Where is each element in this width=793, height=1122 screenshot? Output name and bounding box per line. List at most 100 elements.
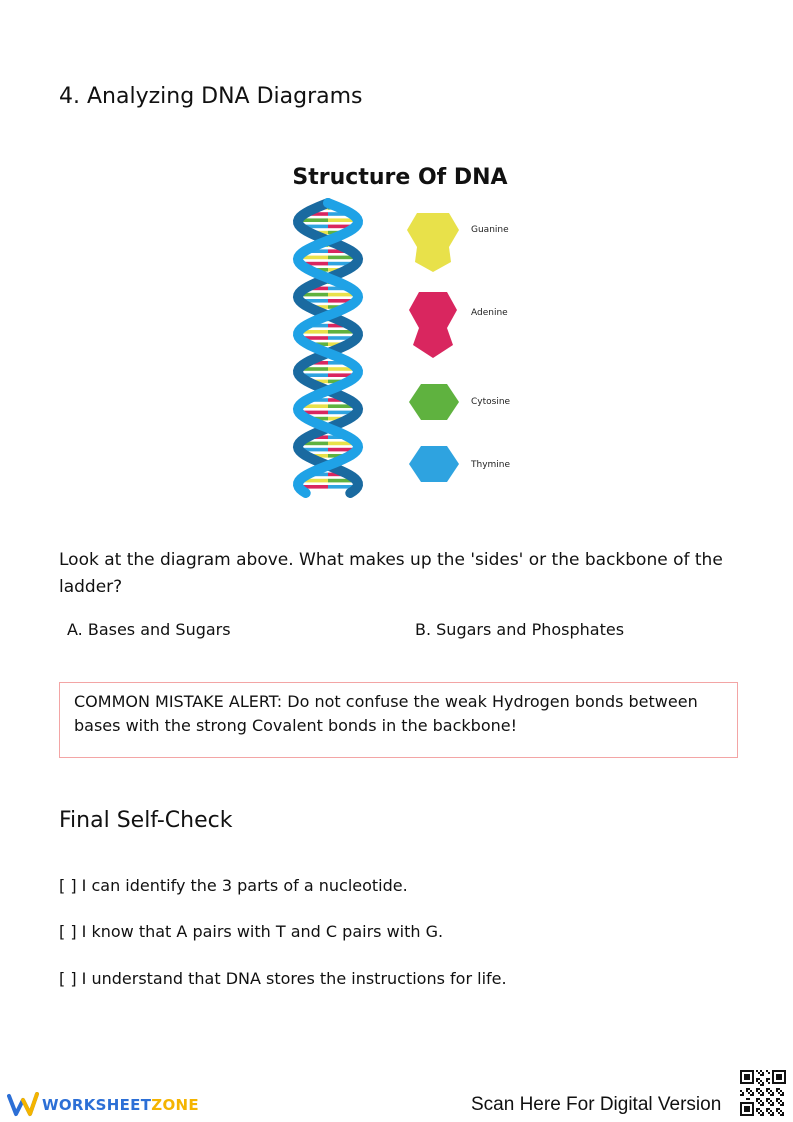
qr-module: [742, 1070, 744, 1072]
base-pair-rung: [299, 218, 328, 222]
qr-module: [770, 1094, 772, 1096]
qr-module: [762, 1102, 764, 1104]
qr-module: [740, 1110, 742, 1112]
dna-structure-diagram: Structure Of DNA Guanine Adenine Cytosin…: [292, 165, 511, 498]
qr-module: [782, 1082, 784, 1084]
qr-module: [766, 1098, 768, 1100]
self-check-item[interactable]: [ ] I can identify the 3 parts of a nucl…: [59, 876, 408, 895]
qr-module: [760, 1080, 762, 1082]
answer-option-a[interactable]: A. Bases and Sugars: [67, 620, 231, 639]
self-check-item[interactable]: [ ] I understand that DNA stores the ins…: [59, 969, 507, 988]
base-pair-rung: [328, 435, 346, 439]
qr-module: [772, 1076, 774, 1078]
base-pair-rung: [328, 323, 348, 328]
logo-text-zone: ZONE: [151, 1096, 199, 1114]
qr-module: [768, 1078, 770, 1080]
qr-module: [776, 1090, 778, 1092]
qr-module: [748, 1078, 750, 1080]
self-check-item[interactable]: [ ] I know that A pairs with T and C pai…: [59, 922, 444, 941]
qr-module: [776, 1098, 778, 1100]
qr-module: [766, 1088, 768, 1090]
base-pair-rung: [328, 218, 357, 222]
qr-module: [766, 1090, 768, 1092]
qr-module: [772, 1078, 774, 1080]
qr-module: [778, 1070, 780, 1072]
qr-module: [762, 1082, 764, 1084]
qr-module: [760, 1094, 762, 1096]
qr-module: [744, 1102, 746, 1104]
qr-module: [740, 1104, 742, 1106]
base-pair-rung: [298, 373, 328, 377]
qr-module: [768, 1112, 770, 1114]
qr-module: [768, 1082, 770, 1084]
qr-module: [766, 1080, 768, 1082]
qr-module: [750, 1102, 752, 1104]
qr-module: [782, 1102, 784, 1104]
qr-module: [762, 1074, 764, 1076]
qr-module: [742, 1114, 744, 1116]
qr-module: [778, 1092, 780, 1094]
qr-module: [766, 1110, 768, 1112]
qr-module: [752, 1092, 754, 1094]
qr-module: [740, 1078, 742, 1080]
qr-module: [744, 1078, 746, 1080]
qr-module: [752, 1078, 754, 1080]
guanine-molecule: Guanine: [407, 213, 509, 272]
qr-module: [756, 1090, 758, 1092]
base-pair-rung: [328, 286, 348, 291]
qr-module: [768, 1102, 770, 1104]
qr-module: [740, 1094, 742, 1096]
qr-module: [746, 1088, 748, 1090]
qr-module: [746, 1076, 748, 1078]
qr-module: [756, 1098, 758, 1100]
cytosine-molecule: Cytosine: [409, 384, 511, 420]
qr-module: [758, 1078, 760, 1080]
qr-module: [742, 1082, 744, 1084]
qr-module: [752, 1080, 754, 1082]
qr-module: [780, 1114, 782, 1116]
qr-module: [756, 1108, 758, 1110]
qr-module: [746, 1108, 748, 1110]
qr-module: [772, 1094, 774, 1096]
base-pair-rung: [298, 336, 328, 340]
qr-module: [746, 1110, 748, 1112]
qr-module: [784, 1080, 786, 1082]
answer-option-b[interactable]: B. Sugars and Phosphates: [415, 620, 625, 639]
qr-module: [742, 1092, 744, 1094]
qr-module: [740, 1070, 742, 1072]
base-pair-rung: [310, 435, 328, 439]
qr-module: [758, 1112, 760, 1114]
qr-module: [772, 1112, 774, 1114]
final-self-check-title: Final Self-Check: [59, 808, 233, 833]
qr-module: [784, 1070, 786, 1072]
qr-module: [784, 1082, 786, 1084]
qr-module: [770, 1104, 772, 1106]
qr-module: [778, 1112, 780, 1114]
qr-module: [780, 1090, 782, 1092]
qr-module: [774, 1082, 776, 1084]
qr-module: [758, 1098, 760, 1100]
qr-code-icon[interactable]: [740, 1070, 786, 1116]
qr-module: [770, 1100, 772, 1102]
base-pair-rung: [307, 212, 328, 216]
qr-module: [760, 1070, 762, 1072]
qr-module: [746, 1114, 748, 1116]
base-pair-rung: [309, 398, 328, 402]
qr-module: [750, 1090, 752, 1092]
base-pair-rung: [300, 441, 328, 446]
qr-module: [758, 1102, 760, 1104]
qr-module: [744, 1074, 746, 1076]
base-pair-rung: [298, 447, 328, 452]
qr-module: [746, 1082, 748, 1084]
qr-module: [740, 1108, 742, 1110]
qr-module: [772, 1104, 774, 1106]
base-pair-rung: [328, 478, 355, 483]
qr-module: [744, 1110, 746, 1112]
qr-module: [752, 1072, 754, 1074]
qr-module: [760, 1100, 762, 1102]
qr-module: [748, 1074, 750, 1076]
base-pair-rung: [298, 410, 328, 415]
base-pair-rung: [309, 361, 328, 365]
base-pair-rung: [298, 485, 328, 489]
qr-module: [740, 1114, 742, 1116]
